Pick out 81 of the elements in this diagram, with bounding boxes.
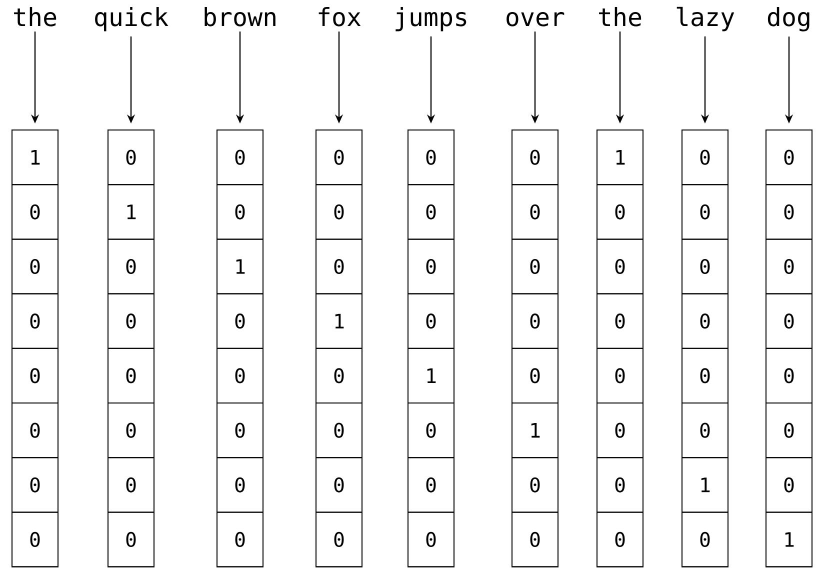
vector-cell: 0 bbox=[682, 293, 728, 349]
vector-cell: 0 bbox=[596, 512, 644, 568]
vector-cell: 1 bbox=[596, 130, 644, 186]
vector-cell: 0 bbox=[216, 457, 264, 513]
vector-cell: 0 bbox=[766, 457, 812, 513]
vector-cell: 0 bbox=[316, 402, 362, 458]
word: the bbox=[14, 7, 56, 26]
vector-cell: 0 bbox=[512, 238, 558, 294]
word: over bbox=[506, 12, 564, 26]
vector-cell: 1 bbox=[316, 293, 362, 349]
vector-cell: 0 bbox=[512, 512, 558, 568]
vector-cell: 1 bbox=[12, 130, 58, 186]
vector-cell: 0 bbox=[408, 457, 454, 513]
vector-cell: 1 bbox=[682, 457, 728, 513]
vector-cell: 0 bbox=[108, 348, 154, 404]
vector-cell: 0 bbox=[766, 402, 812, 458]
word: the bbox=[599, 7, 642, 26]
vector-cell: 0 bbox=[512, 130, 558, 186]
vector-cell: 0 bbox=[682, 348, 728, 404]
vector-cell: 0 bbox=[108, 457, 154, 513]
vector-cell: 0 bbox=[316, 184, 362, 240]
vector-cell: 0 bbox=[108, 402, 154, 458]
vector-cell: 0 bbox=[596, 184, 644, 240]
vector-cell: 0 bbox=[596, 238, 644, 294]
vector-cell: 0 bbox=[512, 184, 558, 240]
vector-cell: 0 bbox=[108, 238, 154, 294]
vector-cell: 0 bbox=[12, 184, 58, 240]
vector-cell: 0 bbox=[12, 512, 58, 568]
vector-cell: 0 bbox=[408, 238, 454, 294]
vector-cell: 0 bbox=[108, 293, 154, 349]
vector-cell: 0 bbox=[108, 512, 154, 568]
vector-cell: 0 bbox=[682, 184, 728, 240]
vector-cell: 0 bbox=[216, 512, 264, 568]
vector-cell: 0 bbox=[12, 293, 58, 349]
vector-cell: 0 bbox=[108, 130, 154, 186]
vector-cell: 0 bbox=[596, 402, 644, 458]
vector-cell: 0 bbox=[408, 130, 454, 186]
vector-cell: 0 bbox=[512, 293, 558, 349]
vector-cell: 0 bbox=[316, 348, 362, 404]
vector-cell: 0 bbox=[216, 348, 264, 404]
vector-cell: 0 bbox=[596, 348, 644, 404]
vector-cell: 0 bbox=[766, 238, 812, 294]
word: dog bbox=[768, 7, 810, 32]
vector-cell: 0 bbox=[12, 348, 58, 404]
vector-cell: 0 bbox=[216, 184, 264, 240]
vector-cell: 0 bbox=[316, 457, 362, 513]
word: jumps bbox=[396, 7, 466, 32]
vector-cell: 0 bbox=[216, 130, 264, 186]
vector-cell: 0 bbox=[216, 402, 264, 458]
vector-cell: 0 bbox=[596, 457, 644, 513]
vector-cell: 1 bbox=[408, 348, 454, 404]
vector-cell: 0 bbox=[12, 457, 58, 513]
vector-cell: 0 bbox=[682, 130, 728, 186]
vector-cell: 1 bbox=[108, 184, 154, 240]
vector-cell: 0 bbox=[316, 130, 362, 186]
vector-cell: 0 bbox=[12, 238, 58, 294]
vector-cell: 0 bbox=[12, 402, 58, 458]
vector-cell: 0 bbox=[316, 238, 362, 294]
vector-cell: 0 bbox=[766, 184, 812, 240]
vector-cell: 0 bbox=[408, 184, 454, 240]
vector-cell: 0 bbox=[408, 402, 454, 458]
vector-cell: 0 bbox=[766, 348, 812, 404]
word: fox bbox=[318, 7, 361, 26]
vector-cell: 1 bbox=[766, 512, 812, 568]
vector-cell: 0 bbox=[682, 238, 728, 294]
vector-cell: 1 bbox=[512, 402, 558, 458]
vector-cell: 0 bbox=[766, 130, 812, 186]
vector-cell: 0 bbox=[216, 293, 264, 349]
vector-cell: 0 bbox=[408, 512, 454, 568]
vector-cell: 1 bbox=[216, 238, 264, 294]
vector-cell: 0 bbox=[512, 348, 558, 404]
vector-cell: 0 bbox=[512, 457, 558, 513]
word: lazy bbox=[676, 6, 734, 32]
vector-cell: 0 bbox=[682, 402, 728, 458]
word: brown bbox=[204, 7, 276, 26]
vector-cell: 0 bbox=[766, 293, 812, 349]
vector-cell: 0 bbox=[408, 293, 454, 349]
word: quick bbox=[95, 7, 168, 32]
vector-cell: 0 bbox=[596, 293, 644, 349]
vector-cell: 0 bbox=[682, 512, 728, 568]
vector-cell: 0 bbox=[316, 512, 362, 568]
